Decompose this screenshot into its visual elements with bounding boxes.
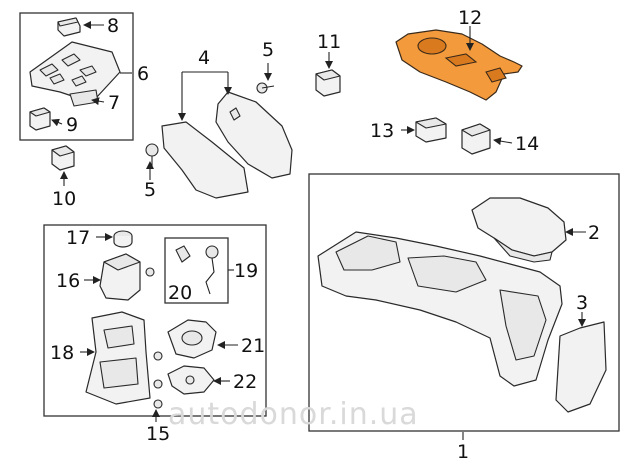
part-13-connector (415, 117, 447, 143)
label-18: 18 (50, 342, 74, 364)
part-5-screw-bottom (145, 143, 159, 168)
label-5-bottom: 5 (144, 179, 156, 201)
label-4: 4 (198, 47, 210, 69)
part-20-clip (175, 245, 191, 263)
part-21-ring (167, 319, 217, 359)
part-10-clip (51, 145, 75, 171)
part-17-cap (113, 230, 133, 248)
label-21: 21 (241, 335, 265, 357)
part-18-bracket (85, 311, 151, 405)
label-2: 2 (588, 222, 600, 244)
part-6-panel (29, 41, 121, 101)
label-20: 20 (168, 282, 192, 304)
leader-9 (51, 118, 63, 127)
part-19-cable (205, 245, 219, 295)
label-10: 10 (52, 188, 76, 210)
group-box-6 (19, 12, 134, 141)
part-14-switch (461, 123, 491, 155)
label-3: 3 (576, 292, 588, 314)
part-2-armrest-lid (471, 197, 567, 263)
label-8: 8 (107, 15, 119, 37)
label-9: 9 (66, 114, 78, 136)
part-3-side-cover (555, 321, 607, 413)
part-8-clip (57, 17, 81, 37)
part-16-shifter-unit (99, 253, 155, 301)
label-12: 12 (458, 7, 482, 29)
part-12-cup-holder-tray (395, 29, 523, 101)
label-15: 15 (146, 423, 170, 445)
label-6: 6 (137, 63, 149, 85)
part-9-clip (29, 107, 51, 131)
label-7: 7 (108, 92, 120, 114)
label-13: 13 (370, 120, 394, 142)
label-22: 22 (233, 371, 257, 393)
label-19: 19 (234, 260, 258, 282)
part-1-center-console (317, 231, 563, 387)
group-box-1 (308, 173, 620, 432)
part-5-screw-top (256, 82, 275, 94)
part-4-side-panels (161, 91, 293, 199)
label-11: 11 (317, 31, 341, 53)
label-5-top: 5 (262, 39, 274, 61)
label-17: 17 (66, 227, 90, 249)
part-11-switch (315, 69, 341, 97)
part-22-plate (167, 365, 215, 395)
watermark: autodonor.in.ua (168, 397, 419, 432)
label-16: 16 (56, 270, 80, 292)
leader-14 (493, 137, 513, 146)
part-15-nuts (153, 351, 163, 409)
label-14: 14 (515, 133, 539, 155)
label-1: 1 (457, 441, 469, 463)
leader-7 (91, 97, 105, 106)
